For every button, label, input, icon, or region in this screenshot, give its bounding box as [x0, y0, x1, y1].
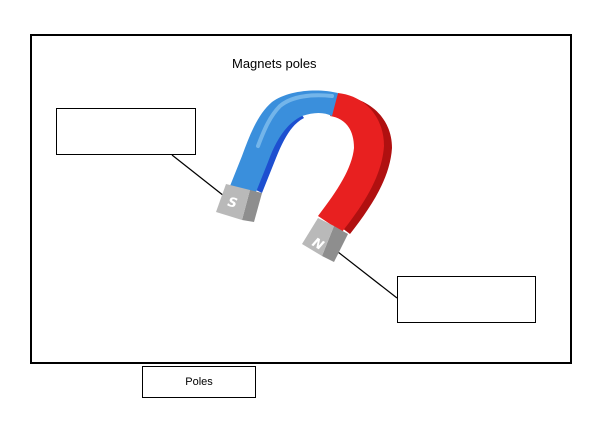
south-pole-cap-side — [242, 190, 262, 222]
diagram-frame — [30, 34, 572, 364]
diagram-title: Magnets poles — [232, 56, 317, 71]
south-arm-inner — [256, 112, 304, 193]
leader-line-north — [337, 251, 398, 299]
south-arm-highlight — [256, 93, 334, 148]
south-pole-letter: S — [226, 195, 239, 212]
poles-label-button[interactable]: Poles — [142, 366, 256, 398]
north-pole-answer-box[interactable] — [397, 276, 536, 323]
south-arm — [230, 90, 338, 192]
north-pole-cap-side — [322, 226, 348, 262]
south-pole-answer-box[interactable] — [56, 108, 196, 155]
south-pole-cap — [216, 184, 250, 220]
north-pole-cap — [302, 218, 334, 256]
north-arm — [318, 93, 384, 232]
leader-line-south — [171, 154, 225, 197]
